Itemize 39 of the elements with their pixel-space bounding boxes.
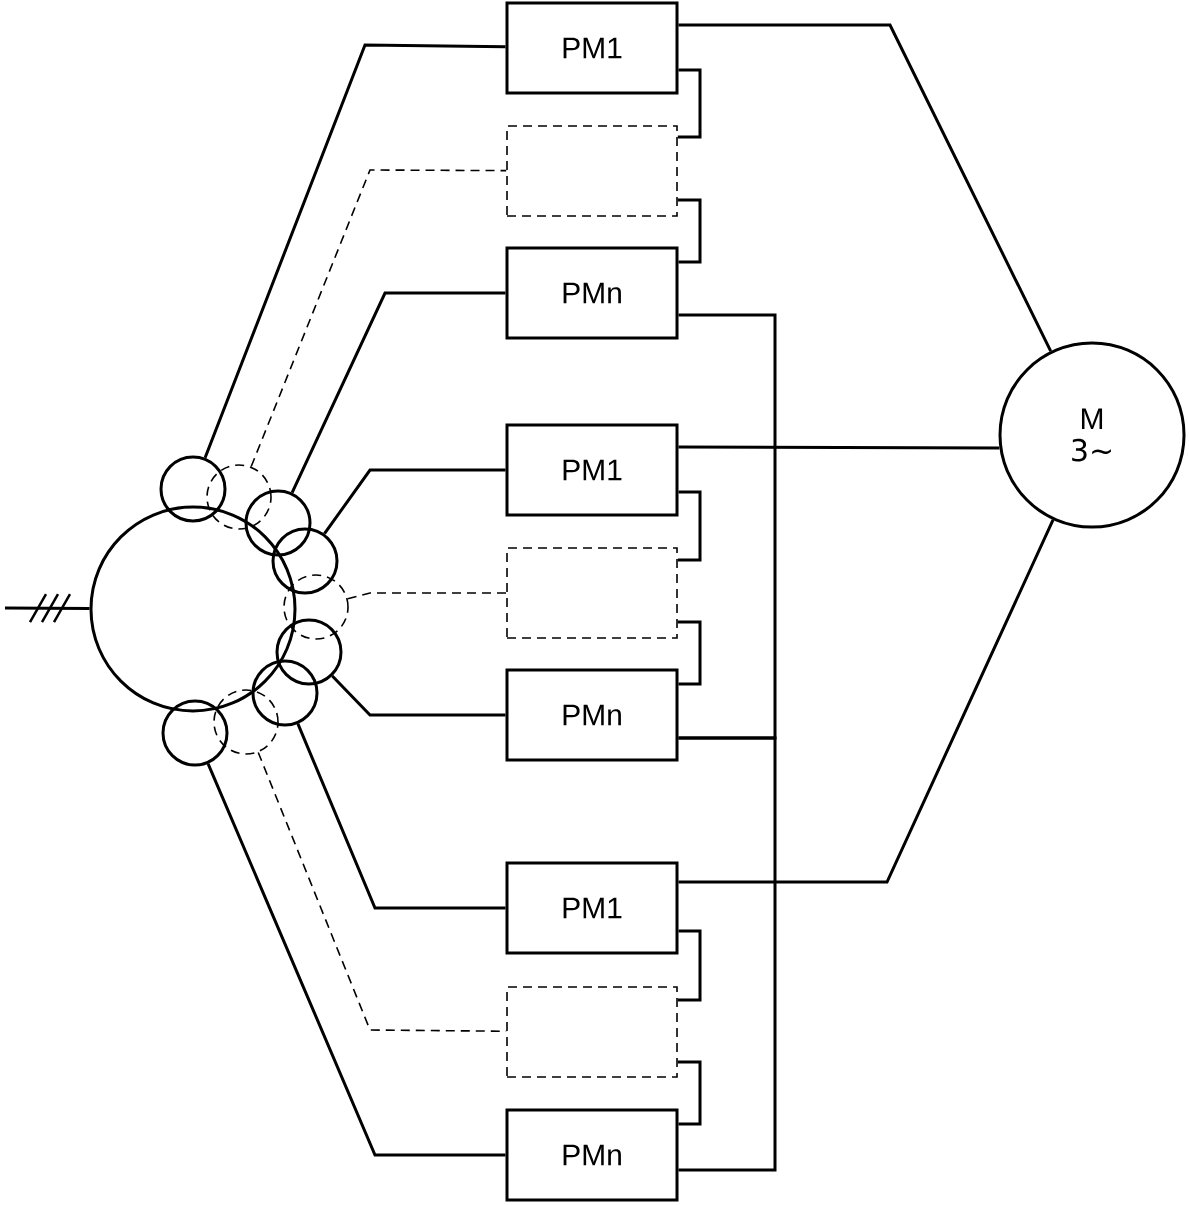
winding-circle [271, 527, 339, 595]
dashed-box [506, 125, 678, 217]
connection-line [677, 68, 702, 139]
dashed-circle [206, 464, 272, 530]
connection-line [296, 723, 506, 910]
connection-line [323, 468, 506, 535]
dashed-box [506, 986, 678, 1078]
winding-circle [159, 455, 227, 523]
dashed-circle [213, 689, 279, 755]
connection-line [678, 519, 1055, 884]
power-module-box: PM1 [505, 1, 679, 95]
dashed-circle [283, 574, 349, 640]
connection-line [346, 592, 507, 600]
connection-line [250, 169, 507, 468]
dashed-box [506, 547, 678, 639]
connection-line [290, 291, 506, 494]
connection-line [677, 490, 702, 562]
connection-line [678, 23, 1053, 352]
connection-line [677, 1060, 702, 1126]
winding-circle [89, 505, 297, 713]
power-module-box: PMn [505, 246, 679, 340]
winding-circle [251, 659, 319, 727]
connection-line [331, 675, 506, 717]
connection-line [678, 313, 777, 740]
power-module-box: PM1 [505, 423, 679, 517]
connection-line [677, 620, 702, 686]
winding-circle [244, 489, 312, 557]
winding-circle [275, 618, 343, 686]
connection-line [677, 198, 702, 264]
connection-line [677, 929, 702, 1002]
connection-line [206, 763, 506, 1157]
power-module-box: PMn [505, 1108, 679, 1202]
winding-circle [161, 699, 229, 767]
connection-line [678, 445, 1000, 450]
connection-line [678, 736, 777, 1172]
power-module-box: PMn [505, 668, 679, 762]
power-module-box: PM1 [505, 861, 679, 955]
connection-line [5, 606, 90, 610]
connection-line [203, 43, 506, 459]
